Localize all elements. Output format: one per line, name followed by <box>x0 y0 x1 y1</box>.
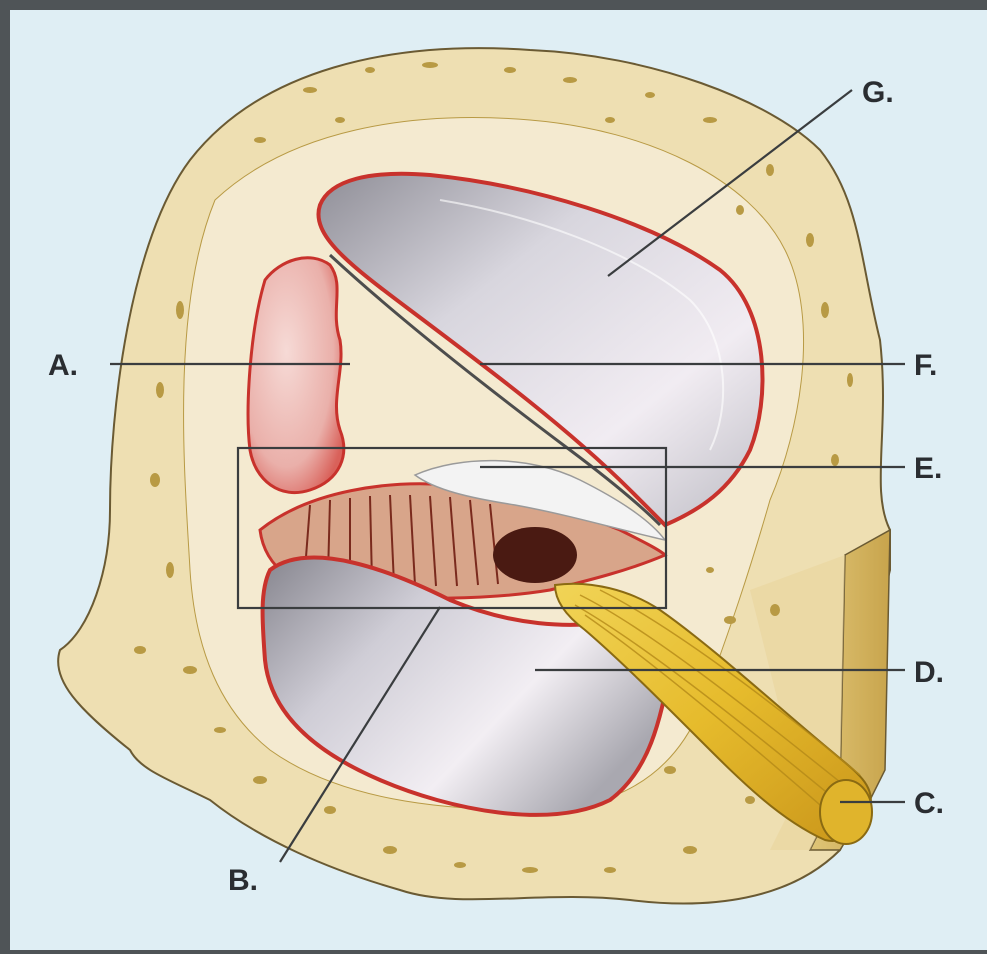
label-d: D. <box>914 656 944 689</box>
label-c: C. <box>914 787 944 820</box>
label-g: G. <box>862 76 894 109</box>
label-a: A. <box>48 349 78 382</box>
nerve-cut-end <box>820 780 872 844</box>
diagram-canvas: A. F. G. E. D. C. B. <box>10 10 987 950</box>
label-f: F. <box>914 349 937 382</box>
label-b: B. <box>228 864 258 897</box>
cochlea-cross-section-illustration: A. F. G. E. D. C. B. <box>10 10 987 950</box>
organ-dark-cavity <box>493 527 577 583</box>
label-e: E. <box>914 452 942 485</box>
cochlear-duct <box>248 258 344 493</box>
